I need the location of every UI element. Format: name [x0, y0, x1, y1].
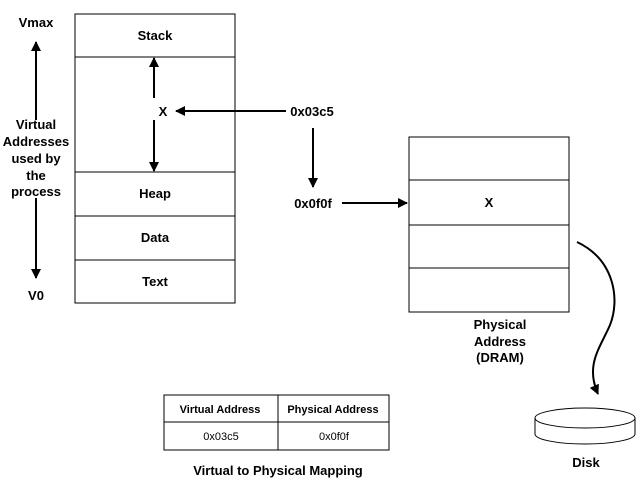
- dram-frame-1: [408, 136, 570, 181]
- disk-label: Disk: [572, 455, 600, 470]
- data-label: Data: [141, 230, 170, 245]
- v0-label: V0: [28, 288, 44, 303]
- table-cell-physical: 0x0f0f: [319, 431, 350, 443]
- disk-swap: Disk: [534, 241, 636, 470]
- dram-label-line-1: Physical: [474, 317, 527, 332]
- dram-label-line-2: Address: [474, 334, 526, 349]
- table-caption: Virtual to Physical Mapping: [193, 463, 363, 478]
- axis-desc-line-2: Addresses: [3, 134, 69, 149]
- dram-frame-3: [408, 224, 570, 269]
- heap-label: Heap: [139, 186, 171, 201]
- translation-path: 0x03c5 0x0f0f: [175, 104, 408, 211]
- virtual-x-marker: X: [159, 104, 168, 119]
- virtual-address-label: 0x03c5: [290, 104, 333, 119]
- table-cell-virtual: 0x03c5: [203, 431, 238, 443]
- stack-label: Stack: [138, 28, 173, 43]
- disk-icon: [534, 407, 636, 429]
- dram-label-line-3: (DRAM): [476, 350, 524, 365]
- swap-arrow: [576, 241, 616, 395]
- axis-desc-line-4: the: [26, 168, 46, 183]
- axis-desc-line-3: used by: [11, 151, 61, 166]
- physical-x-marker: X: [485, 195, 494, 210]
- text-segment: [74, 259, 236, 304]
- mapping-table: Virtual Address Physical Address 0x03c5 …: [163, 394, 390, 478]
- virtual-address-space: Stack X Heap Data Text: [74, 13, 236, 304]
- table-header-physical: Physical Address: [287, 404, 378, 416]
- dram-frame-4: [408, 267, 570, 313]
- address-axis: Vmax V0 Virtual Addresses used by the pr…: [3, 15, 69, 303]
- table-header-virtual: Virtual Address: [180, 404, 261, 416]
- data-segment: [74, 215, 236, 261]
- physical-address-label: 0x0f0f: [294, 196, 332, 211]
- dram-frame-2: [408, 179, 570, 226]
- heap-segment: [74, 171, 236, 217]
- stack-segment: [74, 13, 236, 58]
- physical-memory: X Physical Address (DRAM): [408, 136, 570, 365]
- vmax-label: Vmax: [19, 15, 54, 30]
- axis-desc-line-5: process: [11, 184, 61, 199]
- text-label: Text: [142, 274, 168, 289]
- axis-desc-line-1: Virtual: [16, 117, 56, 132]
